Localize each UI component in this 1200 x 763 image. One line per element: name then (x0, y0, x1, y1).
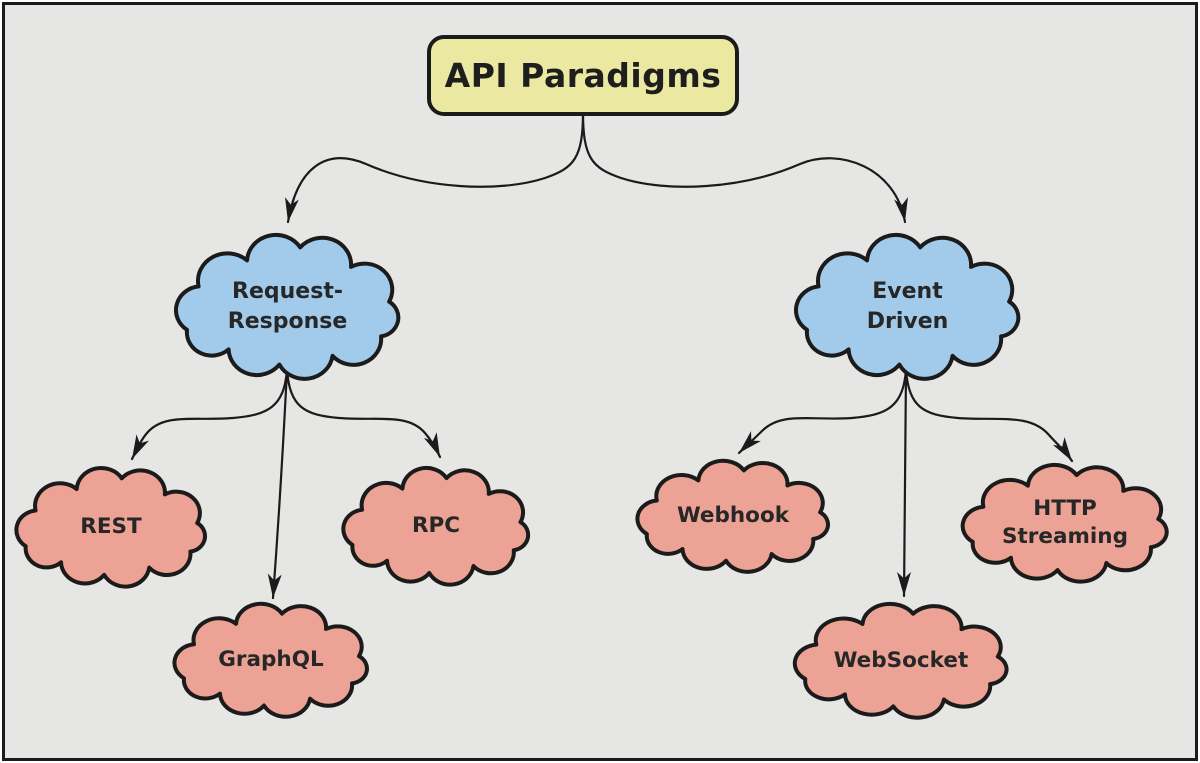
node-api-paradigms: API Paradigms (427, 35, 739, 116)
node-request-response: Request- Response (172, 230, 403, 383)
node-websocket: WebSocket (791, 600, 1011, 721)
edge-event-driven-to-http-streaming (904, 368, 1074, 463)
node-http-streaming-label: HTTP Streaming (1002, 496, 1128, 549)
node-api-paradigms-label: API Paradigms (444, 56, 722, 95)
node-websocket-label: WebSocket (833, 647, 969, 673)
node-rpc-label: RPC (411, 513, 461, 539)
edge-root-to-request-response (285, 110, 585, 224)
node-webhook-label: Webhook (676, 503, 790, 529)
node-event-driven: Event Driven (792, 230, 1023, 383)
node-rest-label: REST (80, 514, 142, 540)
node-http-streaming: HTTP Streaming (959, 461, 1171, 585)
edge-request-response-to-graphql (267, 368, 289, 600)
node-rest: REST (13, 464, 209, 590)
node-graphql: GraphQL (171, 600, 371, 720)
node-request-response-label: Request- Response (227, 278, 348, 334)
edge-request-response-to-rest (130, 368, 289, 461)
node-webhook: Webhook (634, 457, 832, 575)
edge-event-driven-to-webhook (737, 368, 908, 455)
node-rpc: RPC (340, 464, 532, 588)
edge-root-to-event-driven (581, 110, 908, 224)
node-event-driven-label: Event Driven (866, 278, 949, 334)
edge-event-driven-to-websocket (897, 368, 912, 598)
node-graphql-label: GraphQL (218, 647, 324, 673)
edge-request-response-to-rpc (285, 368, 442, 459)
